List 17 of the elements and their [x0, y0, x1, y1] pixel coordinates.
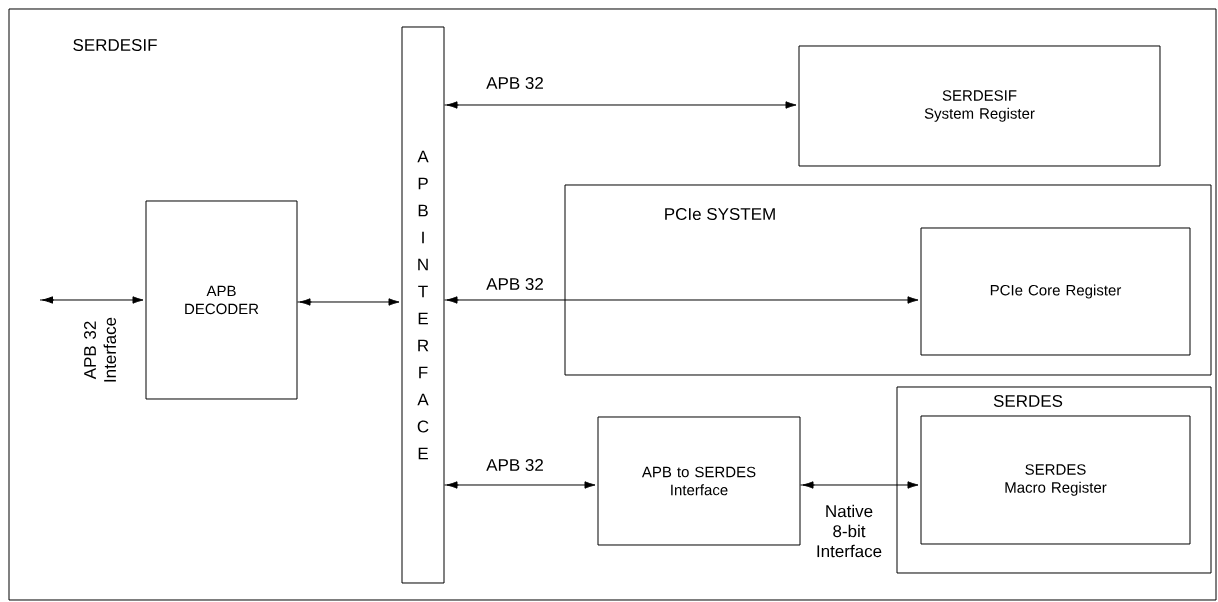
block-box: PCIe Core Register: [920, 227, 1191, 356]
edge-label: APB 32: [485, 76, 545, 90]
arrow: [444, 296, 919, 304]
arrow: [800, 481, 919, 489]
edge-label: Native 8-bit Interface: [810, 503, 888, 559]
arrow: [444, 101, 797, 109]
block-box: SERDESIF System Register: [798, 45, 1161, 167]
edge-label: APB 32 Interface: [83, 309, 118, 391]
block-box: APB DECODER: [145, 200, 298, 400]
arrow: [39, 296, 144, 304]
arrow: [444, 481, 596, 489]
edge-label: APB 32: [485, 277, 545, 291]
edge-label: APB 32: [485, 458, 545, 472]
arrow: [297, 298, 400, 306]
block-box: SERDES Macro Register: [920, 415, 1191, 545]
block-box: APB to SERDES Interface: [597, 416, 801, 546]
bus-bar: APB INTERFACE: [401, 26, 445, 584]
